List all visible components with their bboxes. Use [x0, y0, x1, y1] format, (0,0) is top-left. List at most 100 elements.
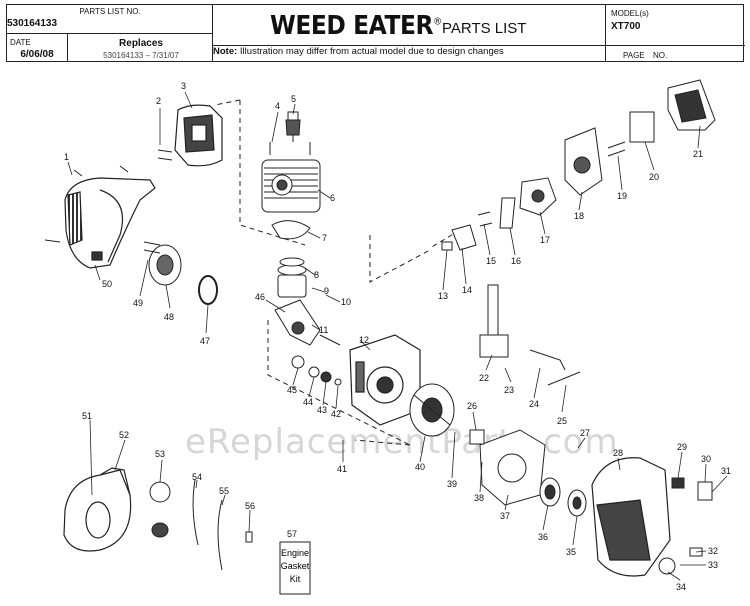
engine-cover-part	[64, 177, 156, 269]
gasket-13-part	[441, 241, 453, 251]
kit-line-2: Gasket	[281, 561, 310, 571]
date-value: 6/06/08	[20, 49, 54, 60]
callout: 35	[566, 547, 576, 557]
callout: 30	[701, 454, 711, 464]
fuel-line-55-part	[217, 499, 223, 571]
callout: 21	[693, 149, 703, 159]
callout: 28	[613, 448, 623, 458]
ignition-module-part	[479, 284, 509, 358]
part-34-part	[658, 557, 676, 575]
callout: 42	[331, 409, 341, 419]
fuel-cap-part	[149, 481, 171, 538]
watermark: eReplacementParts.com	[185, 422, 619, 462]
air-filter-element-part	[629, 111, 655, 143]
callout: 46	[255, 292, 265, 302]
parts-list-no: 530164133	[7, 18, 58, 29]
callout: 18	[574, 211, 584, 221]
piston-part	[277, 257, 307, 298]
assembly-dash-2	[214, 99, 241, 106]
callout: 53	[155, 449, 165, 459]
fuel-filter-56-part	[245, 531, 253, 543]
air-filter-cover-part	[174, 104, 223, 167]
callout: 45	[287, 385, 297, 395]
document-title: PARTS LIST	[442, 20, 527, 37]
spark-plug-part	[285, 111, 301, 142]
callout: 36	[538, 532, 548, 542]
bearing-43-part	[320, 371, 332, 383]
callout: 57	[287, 529, 297, 539]
callout: 23	[504, 385, 514, 395]
callout: 12	[359, 335, 369, 345]
fuel-line-54-part	[192, 479, 199, 546]
assembly-dash-6	[429, 229, 461, 249]
callout: 25	[557, 416, 567, 426]
callout: 52	[119, 430, 129, 440]
callout: 5	[291, 94, 296, 104]
callout: 2	[156, 96, 161, 106]
callout: 27	[580, 428, 590, 438]
carb-adapter-part	[564, 127, 603, 196]
replaces-label: Replaces	[119, 38, 163, 49]
gasket-16-part	[499, 197, 516, 229]
callout: 16	[511, 256, 521, 266]
callout: 13	[438, 291, 448, 301]
bearing-44-part	[308, 366, 320, 378]
flywheel-part	[409, 383, 455, 437]
recoil-spring-part	[567, 489, 587, 517]
page-label: PAGE	[623, 51, 645, 60]
callout: 7	[322, 233, 327, 243]
model-value: XT700	[611, 21, 641, 32]
header-right-divider	[605, 5, 606, 61]
cylinder-part	[261, 159, 321, 213]
callout: 14	[462, 285, 472, 295]
intake-14-part	[451, 224, 477, 251]
part-29-part	[671, 477, 685, 489]
air-filter-box-part	[667, 79, 716, 131]
crankshaft-part	[274, 299, 341, 346]
models-label: MODEL(s)	[611, 9, 649, 18]
callout: 29	[677, 442, 687, 452]
rear-housing-part	[591, 457, 671, 577]
seal-45-part	[291, 355, 305, 369]
callout: 41	[337, 464, 347, 474]
callout: 19	[617, 191, 627, 201]
wire-26-part	[547, 371, 581, 386]
date-label: DATE	[10, 38, 31, 47]
brand-logo: WEED EATER®	[270, 11, 442, 41]
callout: 38	[474, 493, 484, 503]
parts-list-no-label: PARTS LIST NO.	[79, 7, 141, 16]
callout: 8	[314, 270, 319, 280]
engine-gasket-kit-box: Engine Gasket Kit	[279, 541, 311, 595]
callout: 48	[164, 312, 174, 322]
screws-group	[44, 141, 626, 254]
callout: 26	[467, 401, 477, 411]
callout: 33	[708, 560, 718, 570]
o-ring-47-part	[198, 275, 218, 305]
kit-line-3: Kit	[290, 574, 301, 584]
callout: 40	[415, 462, 425, 472]
part-23-part	[469, 429, 485, 445]
callout: 51	[82, 411, 92, 421]
callout: 3	[181, 81, 186, 91]
callout: 20	[649, 172, 659, 182]
callout: 17	[540, 235, 550, 245]
callout: 49	[133, 298, 143, 308]
header-date-divider	[67, 34, 68, 61]
callout: 31	[721, 466, 731, 476]
callout: 6	[330, 193, 335, 203]
muffler-48-part	[148, 244, 182, 286]
callout: 56	[245, 501, 255, 511]
assembly-dash-5	[354, 439, 411, 446]
fuel-tank-part	[63, 467, 132, 552]
header-right-hline	[605, 45, 745, 46]
callout: 43	[317, 405, 327, 415]
assembly-dash-3	[369, 235, 431, 283]
parts-list-header: PARTS LIST NO. 530164133 DATE 6/06/08 Re…	[6, 4, 745, 62]
callout: 1	[64, 152, 69, 162]
callout: 37	[500, 511, 510, 521]
callout: 11	[319, 325, 328, 335]
page-no-label: NO.	[653, 51, 668, 60]
callout: 54	[192, 472, 202, 482]
callout: 24	[529, 399, 539, 409]
callout: 9	[324, 286, 329, 296]
